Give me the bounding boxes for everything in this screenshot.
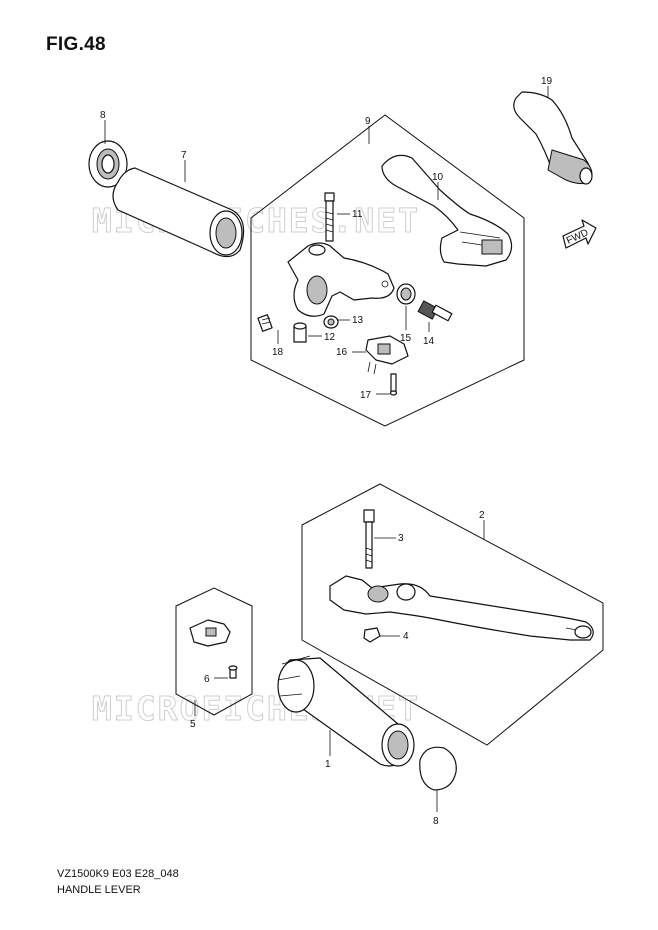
group-box-5 xyxy=(175,587,253,716)
callout-8-top: 8 xyxy=(100,110,106,121)
part-12-collar xyxy=(293,322,307,343)
callout-1: 1 xyxy=(325,759,331,770)
part-4-nut xyxy=(363,627,381,643)
part-16-switch xyxy=(365,335,409,375)
callout-10: 10 xyxy=(432,172,444,183)
callout-9: 9 xyxy=(365,116,371,127)
part-19-cover xyxy=(513,91,593,185)
callout-15: 15 xyxy=(400,333,412,344)
part-8-bar-end-top xyxy=(88,140,128,188)
part-2-lever xyxy=(329,575,594,641)
callout-12: 12 xyxy=(324,332,336,343)
callout-2: 2 xyxy=(479,510,485,521)
part-11-bolt xyxy=(324,192,335,242)
callout-7: 7 xyxy=(181,150,187,161)
leader-lines xyxy=(104,86,549,812)
part-15-nut xyxy=(396,283,416,305)
part-10-lever xyxy=(381,154,513,267)
fwd-arrow: FWD xyxy=(562,219,597,249)
part-7-grip xyxy=(112,167,245,258)
part-6-screw xyxy=(228,665,238,679)
part-1-throttle-grip xyxy=(277,655,415,767)
svg-text:FWD: FWD xyxy=(565,227,590,247)
group-box-2 xyxy=(301,483,604,746)
part-8-bar-end-bottom xyxy=(419,746,457,791)
part-3-bolt xyxy=(363,509,375,569)
footer-name: HANDLE LEVER xyxy=(57,884,141,896)
callout-8-bottom: 8 xyxy=(433,816,439,827)
part-17-screw xyxy=(389,373,398,396)
callout-13: 13 xyxy=(352,315,364,326)
callout-16: 16 xyxy=(336,347,348,358)
callout-18: 18 xyxy=(272,347,284,358)
group-box-9 xyxy=(250,114,525,427)
part-14-screw xyxy=(417,300,453,322)
callout-5: 5 xyxy=(190,719,196,730)
callout-19: 19 xyxy=(541,76,553,87)
callout-14: 14 xyxy=(423,336,435,347)
callout-3: 3 xyxy=(398,533,404,544)
callout-11: 11 xyxy=(352,209,363,220)
footer-code: VZ1500K9 E03 E28_048 xyxy=(57,868,179,880)
part-13-nut xyxy=(323,315,339,329)
callouts: 8 7 9 10 11 19 12 13 14 15 16 17 18 3 2 … xyxy=(100,76,553,827)
part-5-switch xyxy=(189,619,231,647)
part-9-holder xyxy=(287,242,395,317)
fig-title: FIG.48 xyxy=(46,34,106,55)
callout-6: 6 xyxy=(204,674,210,685)
part-18-screw xyxy=(257,314,273,332)
callout-17: 17 xyxy=(360,390,372,401)
callout-4: 4 xyxy=(403,631,409,642)
